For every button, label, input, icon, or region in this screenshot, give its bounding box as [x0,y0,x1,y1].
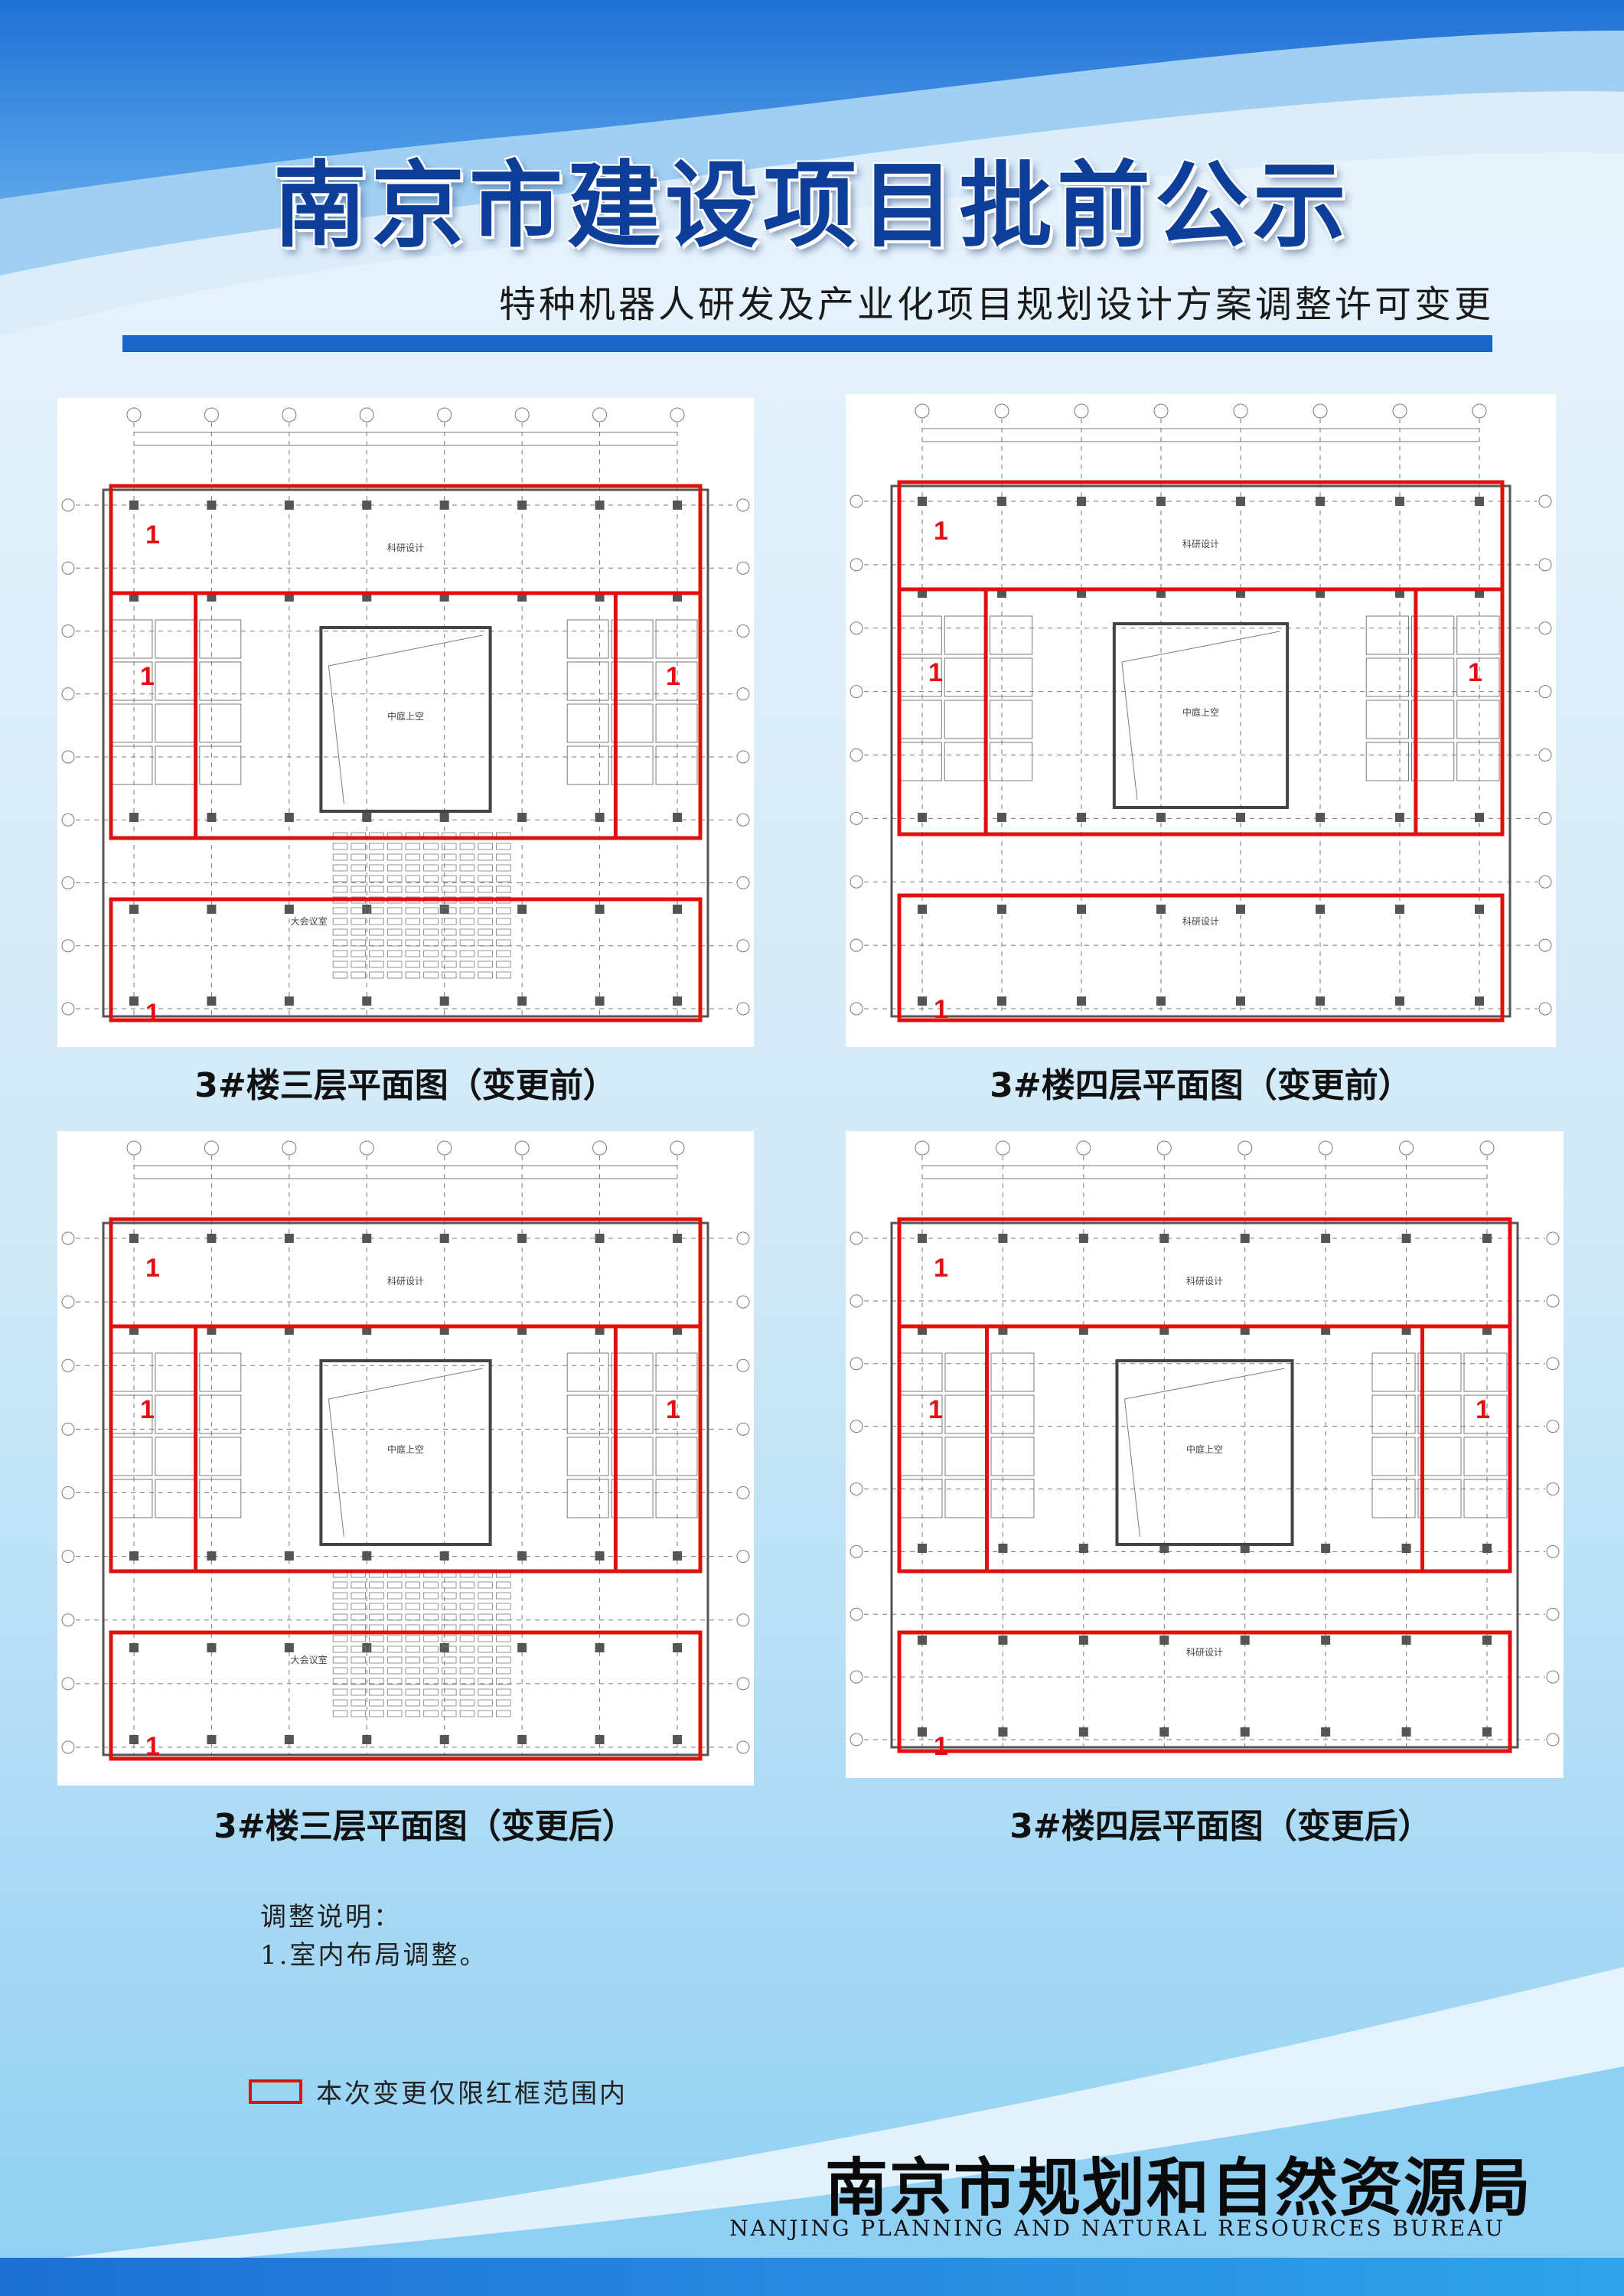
room-label-top: 科研设计 [387,1276,424,1287]
change-marker: 1 [928,1395,943,1424]
change-area-box [897,587,988,837]
change-area-box [1420,1324,1512,1574]
room-label-atrium: 中庭上空 [387,710,424,722]
change-area-box [897,893,1505,1022]
change-marker: 1 [145,1254,160,1283]
change-marker: 1 [145,520,160,550]
change-marker: 1 [145,1732,160,1761]
agency-name-en: NANJING PLANNING AND NATURAL RESOURCES B… [729,2216,1505,2241]
header-divider [122,335,1492,352]
change-marker: 1 [934,995,948,1024]
room-label-bottom: 大会议室 [291,915,328,927]
caption-3f-before: 3#楼三层平面图（变更前） [194,1066,617,1105]
change-area-box [109,591,198,840]
change-marker: 1 [1468,658,1482,687]
project-subtitle: 特种机器人研发及产业化项目规划设计方案调整许可变更 [498,283,1494,326]
change-marker: 1 [928,658,943,687]
change-area-box [109,897,703,1022]
change-area-box [897,1630,1512,1753]
notes-heading: 调整说明： [260,1902,402,1932]
change-area-box [109,1630,703,1761]
room-label-atrium: 中庭上空 [1186,1443,1223,1455]
floor-plan-3f-before: 科研设计中庭上空大会议室 1 1 1 1 [57,398,754,1047]
change-marker: 1 [140,1395,155,1424]
change-area-box [897,1324,990,1574]
change-area-box [897,1217,1512,1329]
change-area-box [109,1324,198,1574]
change-area-box [613,591,703,840]
change-marker: 1 [934,1732,948,1761]
change-area-box [897,480,1505,592]
adjustment-notes: 调整说明： 1.室内布局调整。 [260,1898,488,1975]
change-marker: 1 [934,1254,948,1283]
caption-3f-after: 3#楼三层平面图（变更后） [214,1807,636,1846]
room-label-top: 科研设计 [387,543,424,553]
change-marker: 1 [1476,1395,1490,1424]
floor-plan-3f-after: 科研设计中庭上空大会议室 1 1 1 1 [57,1131,754,1786]
room-label-top: 科研设计 [1182,539,1219,550]
legend: 本次变更仅限红框范围内 [249,2073,628,2110]
room-label-bottom: 科研设计 [1182,916,1219,927]
change-area-box [1414,587,1505,837]
notes-item-1: 1.室内布局调整。 [260,1940,488,1971]
room-label-atrium: 中庭上空 [1182,706,1219,718]
change-marker: 1 [140,662,155,691]
page-title: 南京市建设项目批前公示 [273,150,1351,260]
legend-label: 本次变更仅限红框范围内 [316,2079,628,2109]
caption-4f-before: 3#楼四层平面图（变更前） [990,1066,1412,1105]
room-label-top: 科研设计 [1186,1276,1223,1287]
change-marker: 1 [934,517,948,546]
room-label-atrium: 中庭上空 [387,1443,424,1455]
red-box-swatch [249,2079,302,2104]
change-area-box [613,1324,703,1574]
change-marker: 1 [145,999,160,1028]
agency-name: 南京市规划和自然资源局 [824,2151,1532,2225]
change-marker: 1 [666,1395,680,1424]
change-area-box [109,484,703,595]
caption-4f-after: 3#楼四层平面图（变更后） [1009,1807,1432,1846]
change-marker: 1 [666,662,680,691]
room-label-bottom: 大会议室 [291,1654,328,1665]
change-area-box [109,1217,703,1329]
room-label-bottom: 科研设计 [1186,1647,1223,1658]
